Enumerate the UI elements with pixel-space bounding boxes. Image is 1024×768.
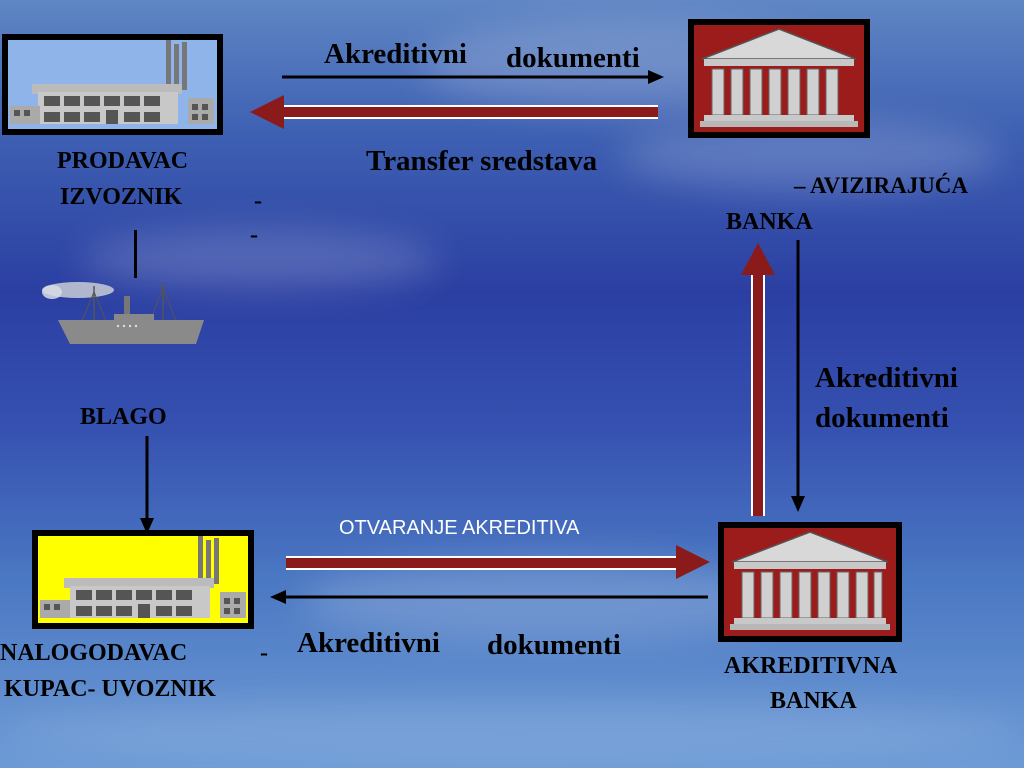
right-docs-line2: dokumenti — [815, 402, 949, 434]
arrow-docs-to-buyer-head — [270, 590, 286, 604]
issuing-bank-label-line2: BANKA — [770, 688, 857, 714]
transfer-label: Transfer sredstava — [366, 145, 598, 177]
arrow-transfer-to-seller-head — [250, 95, 284, 129]
top-docs-word2: dokumenti — [506, 42, 640, 74]
advising-bank-label-line2: BANKA — [726, 209, 813, 235]
seller-factory-icon — [2, 34, 223, 135]
right-docs-line1: Akreditivni — [815, 362, 958, 394]
buyer-dash: - — [260, 640, 268, 666]
ship-icon — [38, 278, 208, 348]
seller-label-line1: PRODAVAC — [57, 148, 189, 174]
bottom-docs-word1: Akreditivni — [297, 627, 440, 659]
arrow-opening-to-issuing-bank-head — [676, 545, 710, 579]
arrow-cargo-to-buyer-head — [140, 518, 154, 534]
seller-dash-2: - — [250, 222, 258, 248]
buyer-label-line2: KUPAC- UVOZNIK — [4, 676, 216, 702]
buyer-label-line1: NALOGODAVAC — [0, 640, 188, 666]
advising-bank-label-line1: – AVIZIRAJUĆA — [794, 173, 969, 198]
opening-label: OTVARANJE AKREDITIVA — [339, 517, 580, 539]
arrow-docs-to-advising-bank-head — [648, 70, 664, 84]
seller-dash-1: - — [254, 188, 262, 214]
issuing-bank-label-line1: AKREDITIVNA — [724, 653, 898, 679]
advising-bank-icon — [688, 19, 870, 138]
connector-line — [134, 230, 137, 278]
arrow-funds-to-advising-bank-head — [741, 243, 775, 275]
issuing-bank-icon — [718, 522, 902, 642]
bottom-docs-word2: dokumenti — [487, 629, 621, 661]
top-docs-word1: Akreditivni — [324, 38, 467, 70]
buyer-factory-icon — [32, 530, 254, 629]
arrow-docs-to-issuing-bank-head — [791, 496, 805, 512]
cargo-label: BLAGO — [80, 404, 167, 430]
seller-label-line2: IZVOZNIK — [60, 184, 183, 210]
